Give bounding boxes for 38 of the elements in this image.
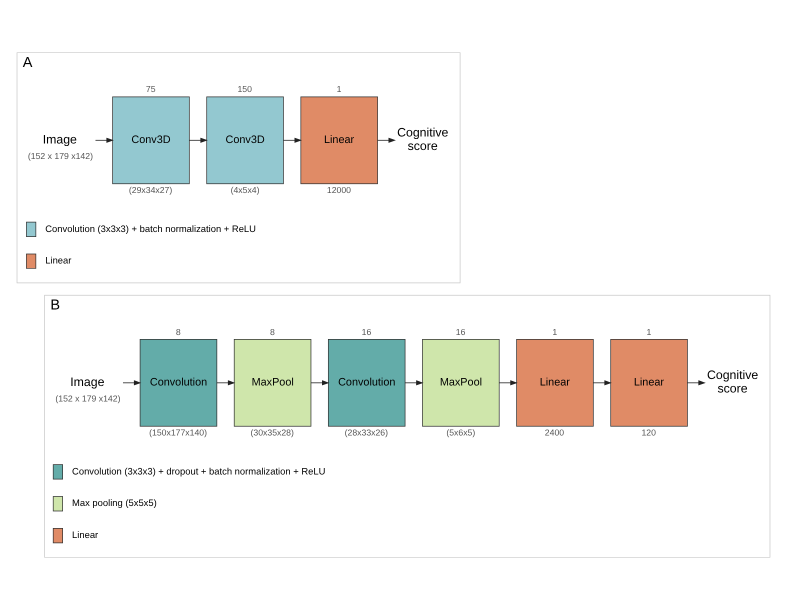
node-label: 16 (456, 326, 466, 336)
node-label: 150 (237, 84, 252, 94)
arrow (592, 380, 612, 385)
node-text: Cognitive score (706, 367, 758, 396)
arrow (310, 380, 330, 385)
node-label: 120 (641, 426, 656, 437)
arrow (404, 380, 424, 385)
arrow (687, 380, 706, 385)
legend-label: Linear (45, 254, 72, 266)
node-label: 1 (552, 326, 558, 336)
legend-label: Linear (72, 528, 98, 540)
node-label: 12000 (326, 184, 352, 194)
node-label: 1 (336, 84, 342, 94)
node-label: 8 (270, 326, 275, 336)
node-label: 1 (646, 326, 652, 336)
node-label: (5x6x5) (446, 426, 476, 437)
arrow (498, 380, 518, 385)
node-label: (150x177x140) (149, 426, 208, 437)
node-label: 16 (362, 326, 372, 336)
legend-label: Max pooling (5x5x5) (72, 496, 157, 508)
node-text: Cognitive score (397, 124, 448, 153)
legend-label: Convolution (3x3x3) + dropout + batch normalization + ReLU (72, 464, 326, 476)
node-label: (30x35x28) (250, 426, 294, 437)
legend-label: Convolution (3x3x3) + batch normalization + ReLU (45, 222, 256, 234)
node-label: (29x34x27) (128, 184, 172, 194)
node-label: (28x33x26) (344, 426, 388, 437)
node-text: Image (152 x 179 x142) (55, 374, 120, 403)
arrow (95, 137, 114, 142)
arrow (188, 137, 208, 142)
arrow (377, 137, 396, 142)
node-text: Image (152 x 179 x142) (28, 132, 93, 160)
node-label: 75 (146, 84, 156, 94)
arrow (283, 137, 302, 142)
arrow (122, 380, 142, 385)
node-label: 2400 (544, 426, 564, 437)
node-label: 8 (176, 326, 181, 336)
arrow (216, 380, 236, 385)
node-label: (4x5x4) (230, 184, 260, 194)
